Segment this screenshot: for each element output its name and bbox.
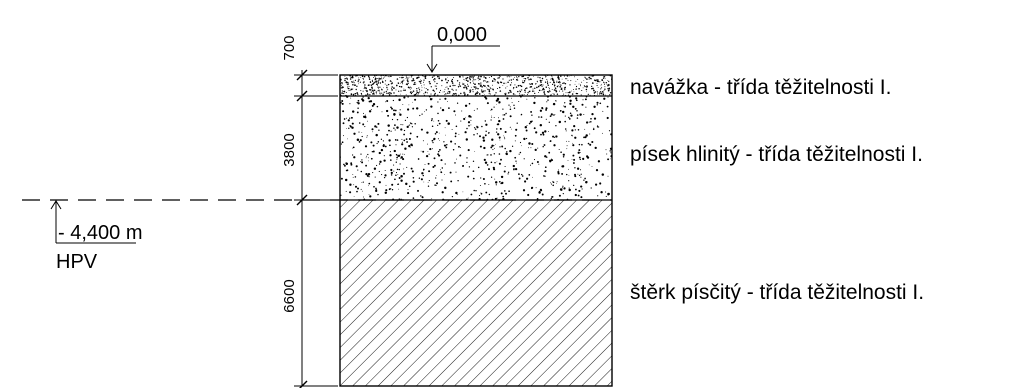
groundwater-level-label: - 4,400 m	[58, 222, 142, 244]
dense-stipple-pattern	[340, 75, 612, 96]
layer-fill-loamy-sand	[340, 96, 612, 200]
dimension-label-top-layer: 700	[281, 35, 298, 60]
top-level-label: 0,000	[437, 24, 487, 46]
layer-fill-sandy-gravel	[340, 200, 612, 386]
sparse-stipple-pattern	[340, 96, 612, 200]
dimension-label-middle-layer: 3800	[281, 133, 298, 166]
profile-outline	[339, 74, 613, 387]
layer-label-sandy-gravel: štěrk písčitý - třída těžitelnosti I.	[630, 281, 924, 304]
dimension-chain	[294, 69, 338, 388]
groundwater-marker	[50, 200, 136, 244]
layer-label-loamy-sand: písek hlinitý - třída těžitelnosti I.	[630, 143, 923, 166]
layer-label-fill-material: navážka - třída těžitelnosti I.	[630, 76, 891, 99]
dimension-label-bottom-layer: 6600	[281, 279, 298, 312]
top-level-marker	[426, 45, 500, 73]
groundwater-abbreviation: HPV	[56, 251, 98, 273]
